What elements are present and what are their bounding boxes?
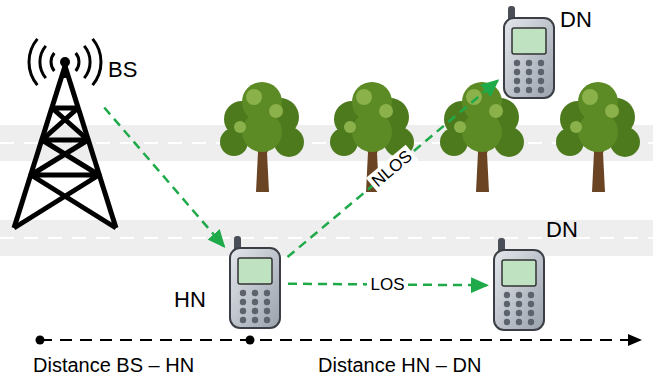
- phone-key: [526, 87, 532, 93]
- radio-wave: [84, 46, 90, 78]
- phone-key: [538, 78, 544, 84]
- tree: [556, 82, 640, 192]
- radio-wave: [40, 46, 46, 78]
- phone-key: [252, 299, 258, 305]
- phone-key: [516, 319, 522, 325]
- tower-brace: [14, 108, 116, 228]
- phone-key: [514, 87, 520, 93]
- signal-link: [288, 81, 498, 257]
- phone-key: [538, 60, 544, 66]
- phone-key: [264, 290, 270, 296]
- phone-key: [504, 301, 510, 307]
- phone-key: [526, 69, 532, 75]
- phone-node: HN: [226, 236, 286, 331]
- tower: [14, 62, 116, 228]
- phone-key: [264, 299, 270, 305]
- phone-key: [516, 292, 522, 298]
- axis-dot: [246, 336, 255, 345]
- base-station: BS: [22, 18, 108, 106]
- node-label: DN: [560, 8, 592, 32]
- road: [0, 125, 653, 256]
- phone-icon: [490, 238, 550, 333]
- distance-label: Distance BS – HN: [33, 354, 194, 376]
- phone-screen: [238, 258, 272, 284]
- phone-key: [252, 290, 258, 296]
- radio-wave: [29, 39, 37, 85]
- phone-key: [240, 308, 246, 314]
- phone-key: [504, 292, 510, 298]
- antenna-icon: [22, 18, 108, 106]
- node-label: BS: [108, 58, 137, 82]
- phone-body: [494, 250, 544, 330]
- phone-key: [516, 310, 522, 316]
- phone-key: [240, 317, 246, 323]
- phone-key: [538, 69, 544, 75]
- road-band: [0, 125, 653, 161]
- lane-mark: [0, 142, 653, 144]
- phone-key: [528, 292, 534, 298]
- phone-key: [252, 308, 258, 314]
- phone-key: [526, 60, 532, 66]
- axis-arrow: [628, 334, 642, 346]
- phone-node: DN: [500, 6, 560, 101]
- node-label: DN: [546, 218, 578, 242]
- phone-node: DN: [490, 238, 550, 333]
- phone-screen: [512, 28, 546, 54]
- phone-key: [514, 69, 520, 75]
- antenna: [60, 57, 70, 67]
- phone-key: [514, 78, 520, 84]
- radio-wave: [51, 53, 54, 71]
- phone-key: [240, 299, 246, 305]
- phone-key: [240, 290, 246, 296]
- phone-key: [528, 310, 534, 316]
- node-label: HN: [174, 288, 206, 312]
- tree: [220, 82, 304, 192]
- radio-wave: [93, 39, 101, 85]
- axis-dot: [36, 336, 45, 345]
- phone-screen: [502, 260, 536, 286]
- radio-wave: [76, 53, 79, 71]
- phone-key: [526, 78, 532, 84]
- phone-key: [514, 60, 520, 66]
- phone-icon: [226, 236, 286, 331]
- signal-link: [104, 108, 224, 247]
- phone-body: [504, 18, 554, 98]
- distance-axis: [36, 334, 643, 346]
- phone-key: [538, 87, 544, 93]
- axis-line: [40, 339, 630, 341]
- phone-key: [264, 308, 270, 314]
- phone-key: [504, 319, 510, 325]
- phone-key: [516, 301, 522, 307]
- phone-key: [528, 301, 534, 307]
- phone-key: [252, 317, 258, 323]
- phone-key: [264, 317, 270, 323]
- link-label: LOS: [367, 275, 407, 295]
- phone-icon: [500, 6, 560, 101]
- phone-key: [504, 310, 510, 316]
- phone-body: [230, 248, 280, 328]
- distance-label: Distance HN – DN: [318, 354, 481, 376]
- phone-key: [528, 319, 534, 325]
